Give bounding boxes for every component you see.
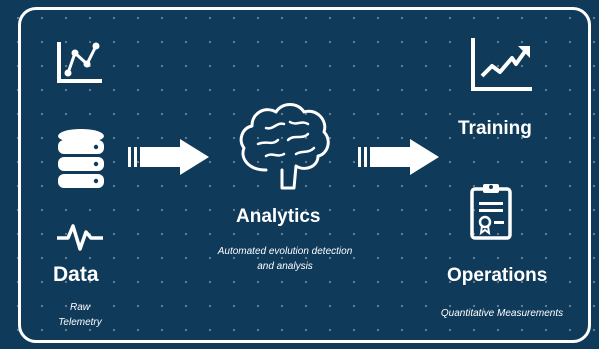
trend-up-chart-icon <box>470 36 534 92</box>
clipboard-certificate-icon <box>470 182 512 240</box>
data-subtitle-line1: Raw <box>69 302 90 313</box>
data-title: Data <box>53 263 99 286</box>
line-chart-icon <box>56 40 104 84</box>
analytics-title: Analytics <box>236 206 321 227</box>
data-subtitle: Raw Telemetry <box>40 300 120 330</box>
operations-subtitle: Quantitative Measurements <box>440 308 564 319</box>
diagram-frame <box>18 7 591 343</box>
operations-title: Operations <box>447 265 548 286</box>
training-title: Training <box>458 118 532 139</box>
heartbeat-icon <box>56 222 104 252</box>
database-icon <box>56 128 106 190</box>
analytics-subtitle-line1: Automated evolution detection <box>217 246 353 257</box>
data-subtitle-line2: Telemetry <box>58 317 102 328</box>
analytics-subtitle: Automated evolution detection and analys… <box>190 244 380 274</box>
brain-icon <box>236 100 332 192</box>
arrow-right-icon <box>128 139 210 175</box>
arrow-right-icon <box>358 139 440 175</box>
analytics-subtitle-line2: and analysis <box>257 261 313 272</box>
